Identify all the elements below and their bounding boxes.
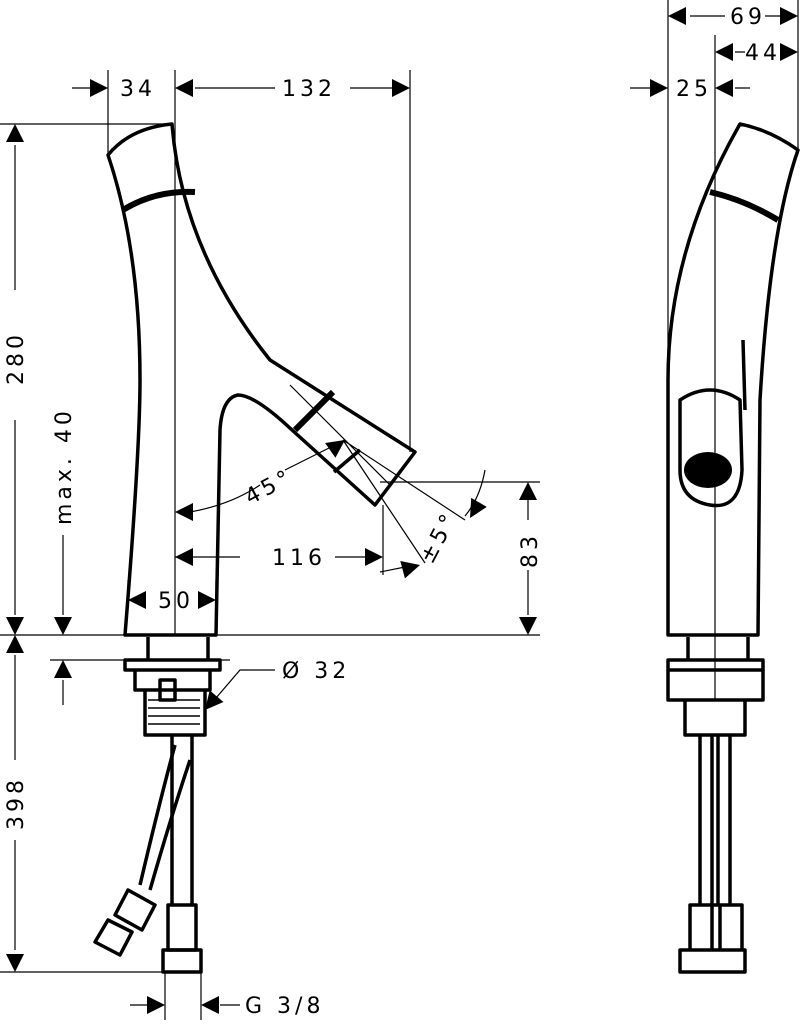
dim-280-label: 280 — [4, 331, 29, 385]
angle-45-label: 45° — [241, 464, 298, 510]
front-view-dimensions — [0, 70, 540, 1020]
dim-50-label: 50 — [158, 589, 194, 614]
dim-83-label: 83 — [518, 532, 543, 568]
dim-25-label: 25 — [676, 77, 712, 102]
front-view-faucet — [93, 122, 417, 974]
dim-34-label: 34 — [120, 77, 156, 102]
dim-69-label: 69 — [730, 5, 766, 30]
dim-132-label: 132 — [282, 77, 336, 102]
dim-44-label: 44 — [745, 41, 781, 66]
side-view-dimensions — [630, 0, 799, 700]
dim-398-label: 398 — [4, 776, 29, 830]
side-view-faucet — [666, 122, 800, 974]
dim-max40-label: max. 40 — [52, 407, 77, 525]
angle-pm5-label: ±5° — [415, 507, 463, 568]
dim-116-label: 116 — [272, 546, 326, 571]
thread-label: G 3/8 — [245, 994, 324, 1019]
diameter-label: Ø 32 — [282, 659, 350, 684]
